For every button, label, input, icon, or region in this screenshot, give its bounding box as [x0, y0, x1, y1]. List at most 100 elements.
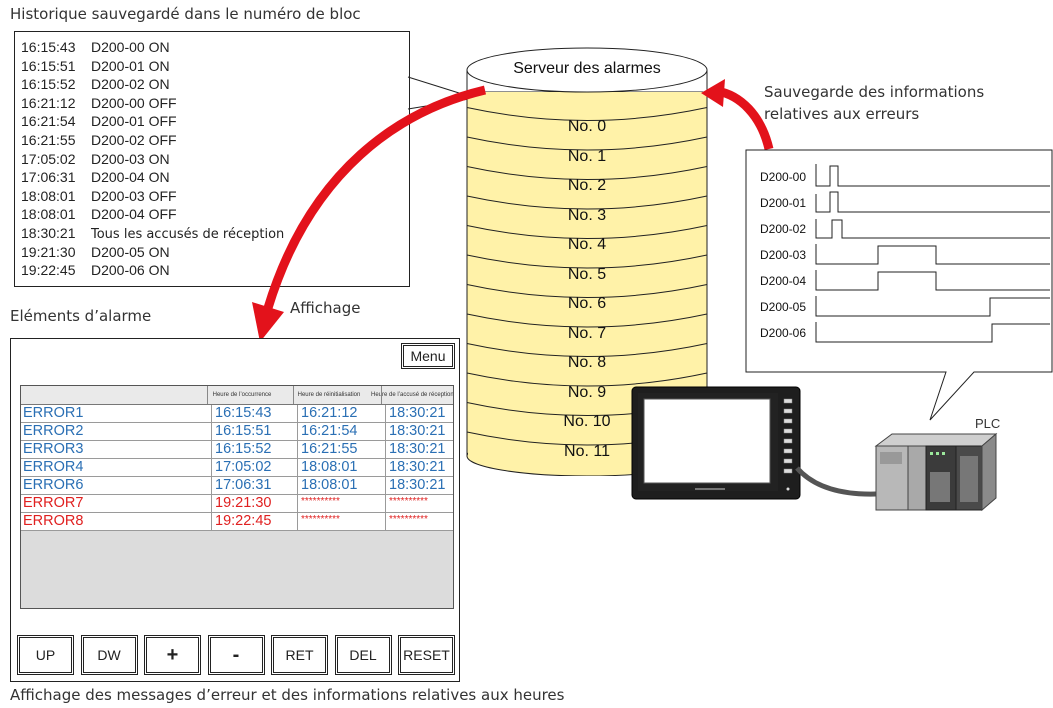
db-block-label: No. 10: [563, 413, 611, 430]
db-block-rim: [466, 225, 708, 239]
db-block-label: No. 9: [567, 383, 607, 401]
db-block-rim: [466, 136, 708, 151]
header-occurrence: Heure de l’occurrence: [212, 392, 272, 398]
cell-reset: **********: [297, 495, 385, 512]
signal-label: D200-00: [760, 170, 807, 184]
alarm-items-title: Eléments d’alarme: [10, 307, 152, 325]
cell-occ: 19:21:30: [211, 495, 297, 512]
db-block-label: No. 0: [567, 118, 607, 135]
cell-reset: 16:21:55: [297, 441, 385, 458]
history-text: D200-02 ON: [91, 76, 170, 93]
db-block-rim: [466, 254, 708, 269]
history-text: D200-03 OFF: [91, 187, 177, 204]
menu-button[interactable]: Menu: [401, 343, 455, 369]
db-block-rim: [466, 107, 708, 121]
history-text: D200-04 OFF: [91, 206, 177, 223]
bottom-caption: Affichage des messages d’erreur et des i…: [10, 686, 565, 704]
cell-occ: 17:06:31: [211, 477, 297, 494]
history-time: 19:21:30: [21, 243, 76, 260]
button-minus[interactable]: -: [207, 635, 265, 675]
button-del[interactable]: DEL: [334, 635, 392, 675]
history-time: 16:15:51: [21, 57, 76, 74]
button-up[interactable]: UP: [17, 635, 74, 675]
button-label: -: [232, 644, 240, 666]
db-block-label: No. 6: [567, 295, 607, 312]
cell-occ: 16:15:51: [211, 423, 297, 440]
history-time: 16:15:52: [21, 76, 76, 93]
history-text: Tous les accusés de réception: [91, 227, 285, 242]
history-time: 16:21:12: [21, 94, 76, 111]
history-time: 16:21:54: [21, 113, 76, 130]
button-plus[interactable]: +: [144, 635, 201, 675]
db-block-rim: [466, 284, 708, 298]
cell-ack: 18:30:21: [385, 459, 455, 476]
signal-label: D200-06: [760, 326, 807, 340]
display-arrow: [252, 85, 487, 342]
timing-bubble: [745, 149, 1053, 421]
cell-name: ERROR6: [23, 477, 84, 493]
plc-label: PLC: [975, 416, 1001, 431]
button-label: UP: [35, 647, 56, 663]
cell-occ: 17:05:02: [211, 459, 297, 476]
history-line: 16:15:51 D200-01 ON: [21, 58, 170, 74]
db-block-label: No. 4: [567, 236, 607, 253]
db-block-label: No. 1: [567, 147, 607, 165]
menu-button-label: Menu: [410, 348, 446, 364]
table-header: [21, 386, 453, 405]
signal-label: D200-03: [760, 248, 807, 262]
history-text: D200-03 ON: [91, 150, 170, 167]
cell-reset: 16:21:12: [297, 405, 385, 422]
db-block-rim: [466, 372, 708, 387]
history-time: 18:08:01: [21, 206, 76, 223]
button-label: RET: [285, 647, 314, 663]
cell-occ: 19:22:45: [211, 513, 297, 530]
header-ack: Heure de l’accusé de réception: [371, 392, 453, 398]
history-time: 19:22:45: [21, 262, 76, 279]
history-text: D200-05 ON: [91, 243, 170, 260]
cell-occ: 16:15:43: [211, 405, 297, 422]
button-reset[interactable]: RESET: [398, 635, 455, 675]
save-label-line1: Sauvegarde des informations: [764, 83, 985, 101]
history-title: Historique sauvegardé dans le numéro de …: [10, 5, 361, 23]
cell-name: ERROR4: [23, 459, 84, 475]
cell-ack: 18:30:21: [385, 441, 455, 458]
column-divider: [293, 386, 294, 404]
cell-occ: 16:15:52: [211, 441, 297, 458]
history-text: D200-01 ON: [91, 57, 170, 74]
history-time: 16:21:55: [21, 132, 76, 148]
cell-reset: 18:08:01: [297, 459, 385, 476]
button-label: DEL: [349, 647, 377, 663]
button-dw[interactable]: DW: [80, 635, 138, 675]
db-block-rim: [466, 313, 708, 328]
db-block-rim: [466, 195, 708, 210]
history-text: D200-00 OFF: [91, 94, 177, 111]
signal-label: D200-02: [760, 222, 807, 236]
save-arrow: [701, 79, 774, 151]
history-line: 18:08:01 D200-04 OFF: [21, 206, 177, 222]
cell-reset: **********: [297, 513, 385, 530]
cell-ack: **********: [385, 513, 455, 530]
cell-ack: 18:30:21: [385, 477, 455, 494]
button-ret[interactable]: RET: [271, 635, 328, 675]
db-block-label: No. 3: [567, 206, 607, 224]
button-label: RESET: [403, 647, 450, 663]
db-block-label: No. 5: [567, 265, 607, 283]
alarm-table: Heure de l’occurrence Heure de réinitial…: [20, 385, 454, 609]
history-line: 16:21:12 D200-00 OFF: [21, 95, 177, 111]
